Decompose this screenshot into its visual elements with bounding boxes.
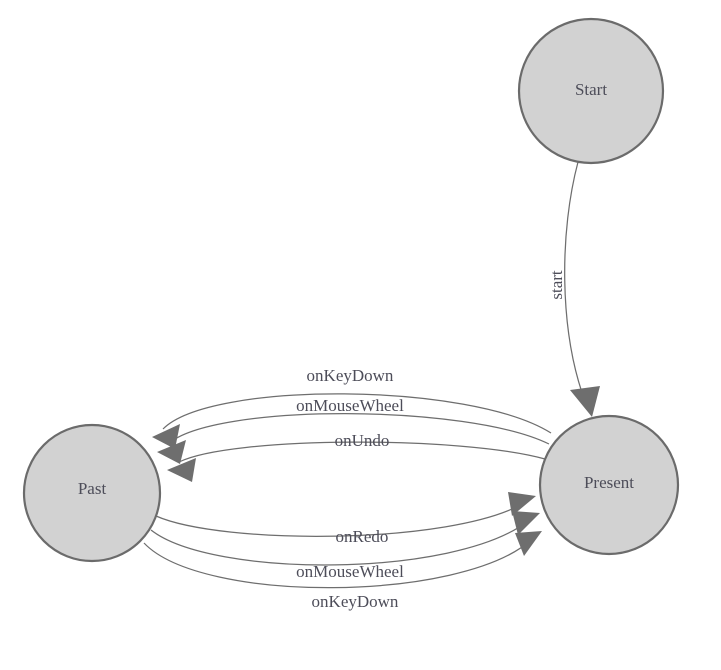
edge-start-label: start bbox=[547, 270, 566, 300]
edge-redo[interactable]: onRedo bbox=[155, 492, 536, 546]
node-present-label: Present bbox=[584, 473, 634, 492]
node-past[interactable]: Past bbox=[22, 423, 162, 563]
edge-start-arrowhead bbox=[570, 386, 600, 417]
node-present[interactable]: Present bbox=[538, 414, 680, 556]
edge-wheel-redo-arrowhead bbox=[512, 511, 540, 535]
edge-redo-path bbox=[155, 502, 525, 537]
node-start-label: Start bbox=[575, 80, 607, 99]
edge-undo-arrowhead bbox=[167, 458, 196, 482]
edge-keydown-redo[interactable]: onKeyDown bbox=[143, 531, 542, 611]
edge-wheel-undo-arrowhead bbox=[157, 440, 186, 464]
edge-start-path bbox=[564, 161, 587, 405]
edge-redo-arrowhead bbox=[508, 492, 536, 516]
edge-wheel-undo-label: onMouseWheel bbox=[296, 396, 404, 415]
node-present-circle bbox=[538, 414, 680, 556]
edge-redo-label: onRedo bbox=[336, 527, 389, 546]
edge-wheel-undo[interactable]: onMouseWheel bbox=[157, 396, 550, 464]
edge-wheel-redo[interactable]: onMouseWheel bbox=[150, 511, 540, 581]
edge-keydown-redo-path bbox=[143, 539, 532, 589]
node-start[interactable]: Start bbox=[517, 17, 665, 165]
edge-undo-label: onUndo bbox=[335, 431, 390, 450]
node-past-circle bbox=[22, 423, 162, 563]
edge-keydown-undo-label: onKeyDown bbox=[307, 366, 394, 385]
edge-keydown-undo-arrowhead bbox=[152, 424, 180, 449]
edge-start[interactable]: start bbox=[547, 161, 600, 417]
edge-keydown-undo[interactable]: onKeyDown bbox=[152, 366, 552, 449]
edge-wheel-undo-path bbox=[167, 413, 550, 445]
edge-keydown-redo-label: onKeyDown bbox=[312, 592, 399, 611]
node-start-circle bbox=[517, 17, 665, 165]
edge-keydown-undo-path bbox=[162, 393, 552, 434]
edge-keydown-redo-arrowhead bbox=[515, 531, 542, 556]
node-past-label: Past bbox=[78, 479, 107, 498]
edge-undo-path bbox=[178, 441, 546, 463]
edge-undo[interactable]: onUndo bbox=[167, 431, 546, 482]
edge-wheel-redo-path bbox=[150, 520, 529, 566]
edge-wheel-redo-label: onMouseWheel bbox=[296, 562, 404, 581]
